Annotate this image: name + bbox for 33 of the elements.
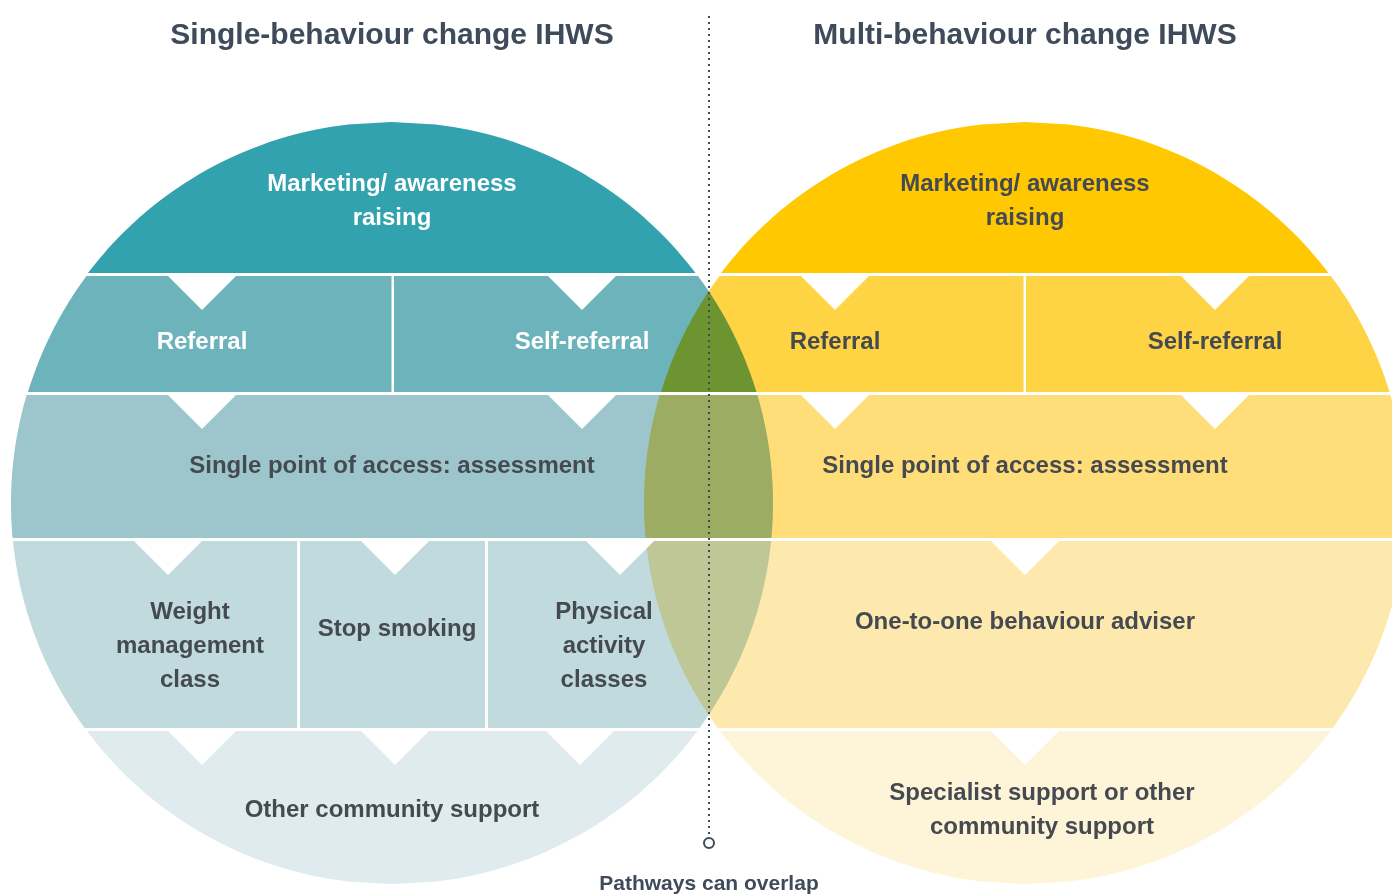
band-label: Referral [788,326,882,356]
column-heading: Single-behaviour change IHWS [169,16,615,52]
chevron-arrow [991,728,1059,765]
band-label: Physical activity classes [554,596,654,694]
chevron-arrow [361,538,429,575]
chevron-arrow [168,273,236,310]
chevron-arrow [134,538,202,575]
chevron-arrow [586,538,654,575]
chevron-arrow [548,392,616,429]
band-label: Single point of access: assessment [188,450,596,480]
band-label: Referral [155,326,249,356]
band-label: Weight management class [114,596,265,694]
band-label: One-to-one behaviour adviser [853,606,1197,636]
band-label: Stop smoking [317,613,477,643]
chevron-arrow [168,728,236,765]
band-label: Single point of access: assessment [821,450,1229,480]
chevron-arrow [801,273,869,310]
band-label: Marketing/ awareness raising [266,168,518,232]
band-label: Specialist support or other community support [888,777,1196,841]
chevron-arrow [801,392,869,429]
band-label: Other community support [243,794,541,824]
chevron-arrow [1181,392,1249,429]
chevron-arrow [1181,273,1249,310]
chevron-arrow [991,538,1059,575]
chevron-arrow [361,728,429,765]
band-label: Self-referral [513,326,651,356]
chevron-arrow [546,728,614,765]
chevron-arrow [548,273,616,310]
chevron-arrow [168,392,236,429]
band-label: Marketing/ awareness raising [899,168,1151,232]
band-label: Self-referral [1146,326,1284,356]
column-heading: Multi-behaviour change IHWS [812,16,1238,52]
note-text: Pathways can overlap [598,870,820,895]
